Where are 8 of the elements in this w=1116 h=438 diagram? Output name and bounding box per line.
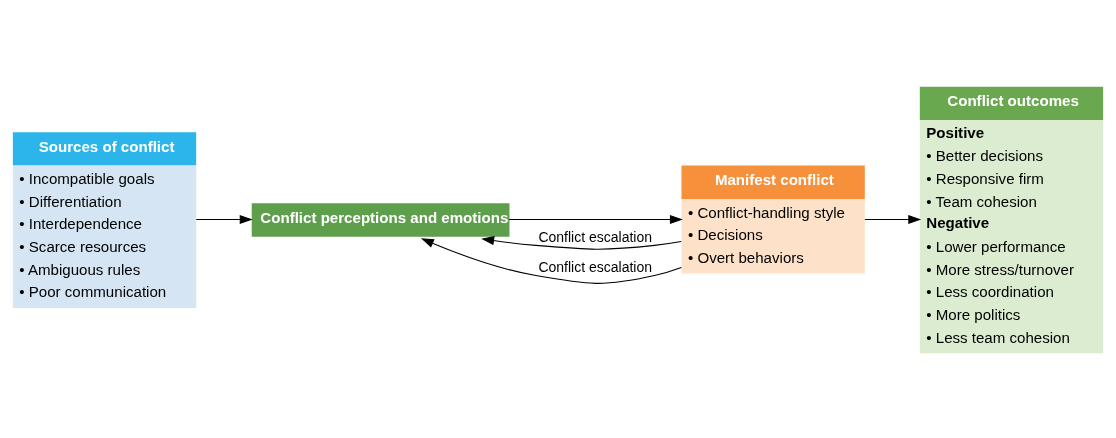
- edge-label: Conflict escalation: [538, 258, 653, 275]
- arrow: [195, 214, 253, 224]
- arrow: [481, 235, 682, 250]
- arrow: [420, 237, 682, 284]
- edge-label: Conflict escalation: [538, 228, 653, 244]
- node-box: Conflict perceptions and emotions: [251, 202, 510, 237]
- arrow: [864, 214, 922, 224]
- arrow: [508, 214, 683, 224]
